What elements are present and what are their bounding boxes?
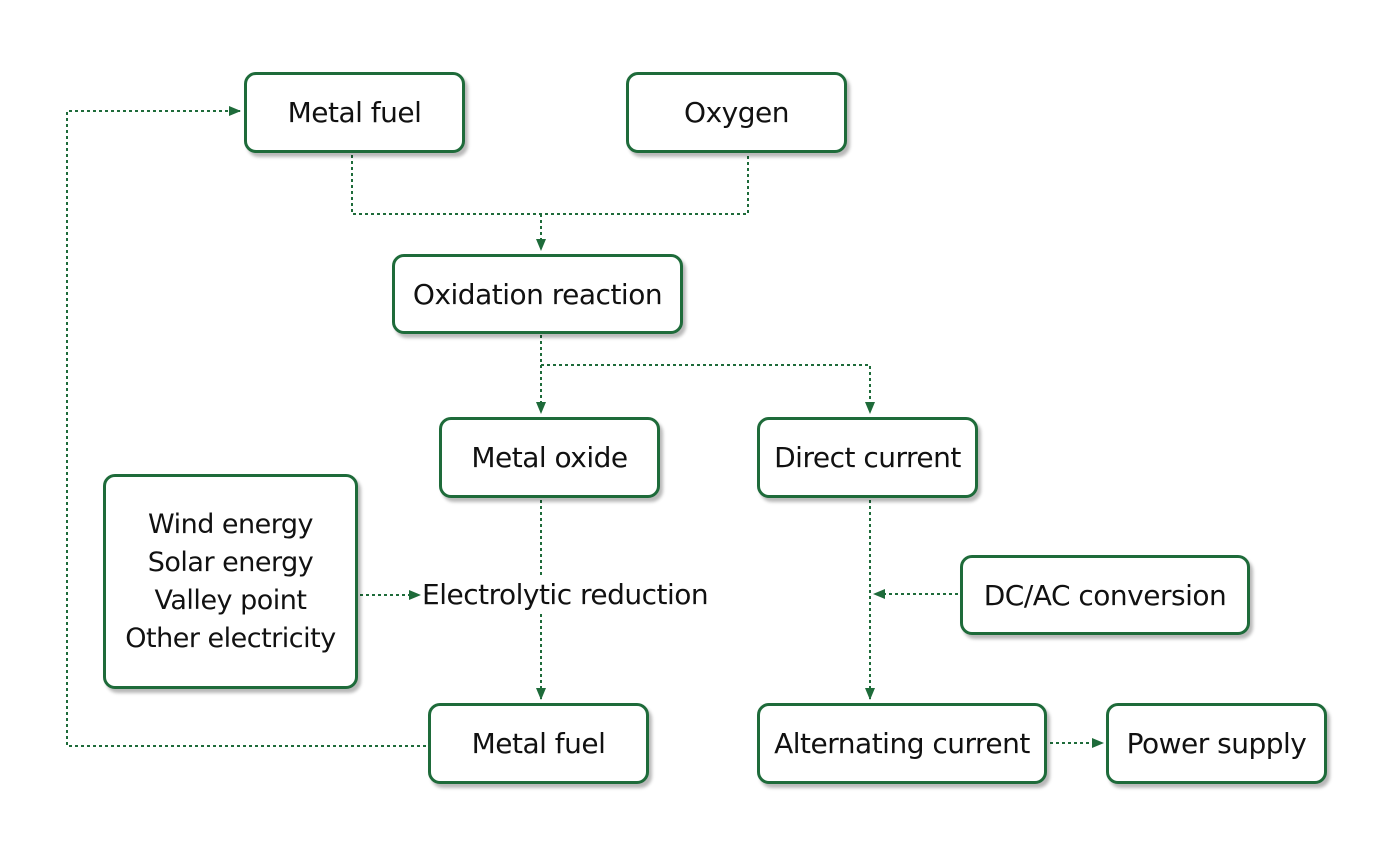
node-label: Oxidation reaction xyxy=(412,277,663,311)
node-label: Direct current xyxy=(774,441,961,474)
node-label: Power supply xyxy=(1126,727,1307,760)
node-alternating-current: Alternating current xyxy=(757,703,1047,784)
connector-metal-fuel-merge xyxy=(351,155,749,215)
node-label: Metal fuel xyxy=(287,96,422,129)
node-label: Oxygen xyxy=(684,96,789,129)
label-electrolytic-reduction: Electrolytic reduction xyxy=(422,577,709,613)
node-metal-oxide: Metal oxide xyxy=(439,417,660,498)
node-power-supply: Power supply xyxy=(1106,703,1327,784)
node-energy-sources: Wind energy Solar energy Valley point Ot… xyxy=(103,474,358,689)
energy-source-other: Other electricity xyxy=(125,622,336,654)
energy-source-solar: Solar energy xyxy=(147,546,314,578)
node-metal-fuel-bottom: Metal fuel xyxy=(428,703,649,784)
energy-source-valley-point: Valley point xyxy=(154,584,307,616)
arrow-to-direct-current xyxy=(541,364,875,414)
node-label: Alternating current xyxy=(774,727,1030,760)
node-metal-fuel-top: Metal fuel xyxy=(244,72,465,153)
node-dc-ac-conversion: DC/AC conversion xyxy=(960,555,1250,635)
node-label: Metal fuel xyxy=(471,727,606,760)
energy-source-wind: Wind energy xyxy=(147,508,314,540)
node-direct-current: Direct current xyxy=(757,417,978,498)
node-oxygen: Oxygen xyxy=(626,72,847,153)
arrow-feedback-to-metal-fuel xyxy=(66,106,426,747)
node-label: DC/AC conversion xyxy=(983,578,1227,612)
node-oxidation-reaction: Oxidation reaction xyxy=(392,254,683,334)
node-label: Metal oxide xyxy=(471,441,628,474)
